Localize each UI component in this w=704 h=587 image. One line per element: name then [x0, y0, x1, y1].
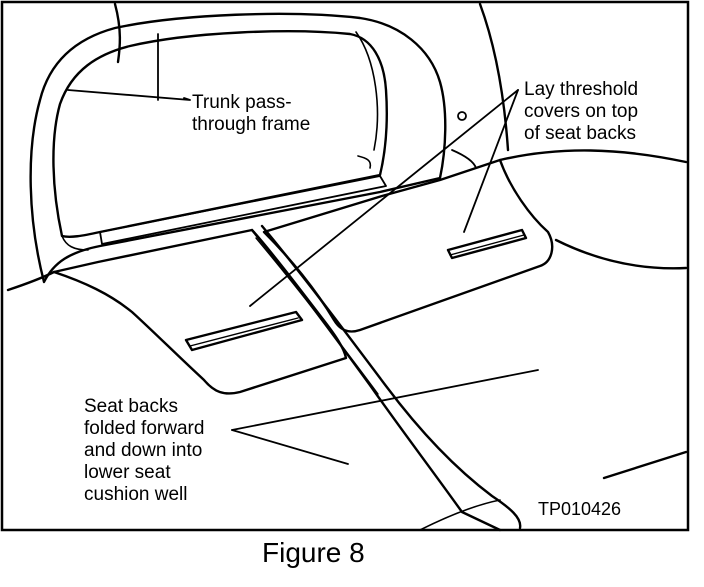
figure-border: [0, 0, 690, 532]
seat-backs-label: Seat backs folded forward and down into …: [84, 396, 210, 505]
seat-rear-edge-right: [498, 149, 688, 164]
frame-sill: [99, 175, 387, 245]
center-divider-right: [260, 224, 522, 530]
seat-back-edge-left: [113, 2, 122, 64]
figure-caption: Figure 8: [262, 537, 365, 568]
leader-seat-backs-2: [231, 429, 349, 465]
leader-seat-backs-1: [231, 369, 539, 431]
floor-contour: [602, 450, 688, 480]
divider-inner-line: [255, 237, 379, 395]
center-divider-left: [250, 228, 502, 532]
seat-rear-edge-left: [6, 270, 56, 292]
leader-trunk-frame-1: [67, 89, 191, 101]
frame-corner: [61, 235, 89, 251]
threshold-covers-label: Lay threshold covers on top of seat back…: [524, 79, 643, 144]
seat-back-edge-right: [478, 2, 510, 152]
part-code: TP010426: [538, 499, 621, 519]
seat-side-contour: [451, 149, 477, 169]
frame-clip: [357, 155, 372, 169]
pass-through-frame-outer: [29, 12, 447, 284]
seat-front-contour: [419, 499, 501, 531]
seat-cushion-contour: [554, 238, 688, 270]
left-cover-handle-groove: [189, 317, 299, 347]
leader-threshold-1: [249, 89, 519, 307]
frame-inner-highlight: [355, 31, 379, 151]
trunk-frame-label: Trunk pass- through frame: [192, 92, 310, 135]
pass-through-frame-inner: [52, 30, 388, 238]
right-cover-handle-groove: [449, 234, 525, 256]
leader-threshold-2: [463, 89, 519, 233]
illustration: [6, 2, 688, 532]
frame-bolt-icon: [457, 111, 467, 121]
